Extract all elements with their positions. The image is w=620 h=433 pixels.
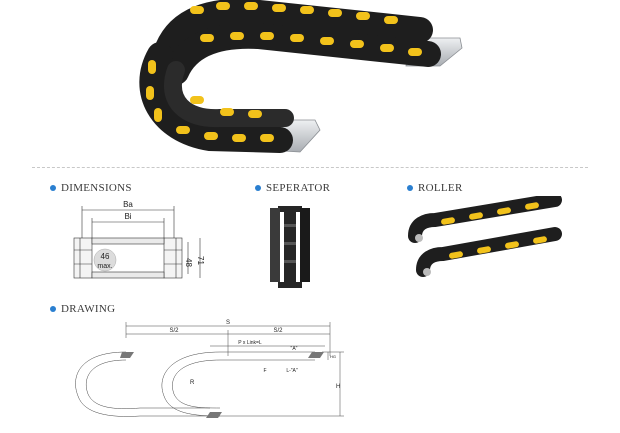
separator-image [270, 206, 310, 288]
drawing-l-detail-a-label: L-"A" [286, 368, 298, 374]
roller-heading-text: ROLLER [418, 182, 463, 194]
dimensions-heading-text: DIMENSIONS [61, 182, 132, 194]
drawing-hg-label: HG [330, 354, 336, 359]
bullet-dot-icon [50, 306, 56, 312]
drawing-s-half-left-label: S/2 [169, 328, 179, 334]
dimensions-diagram: 46 max. Ba Bi 48 71 [73, 200, 205, 279]
dimension-46-label: 46 [101, 252, 110, 261]
drawing-s-half-right-label: S/2 [273, 328, 283, 334]
drawing-s-label: S [226, 320, 230, 326]
section-divider [32, 167, 588, 168]
bullet-dot-icon [50, 185, 56, 191]
bullet-dot-icon [255, 185, 261, 191]
dimensions-heading: DIMENSIONS [50, 182, 132, 194]
dimension-bi-label: Bi [124, 212, 131, 221]
dimension-71-label: 71 [196, 256, 205, 265]
separator-heading: SEPERATOR [255, 182, 330, 194]
drawing-f-label: F [263, 368, 266, 374]
drawing-r-label: R [190, 380, 195, 386]
drawing-heading-text: DRAWING [61, 303, 116, 315]
drawing-pitch-label: P x Link=L [238, 340, 262, 346]
separator-heading-text: SEPERATOR [266, 182, 331, 194]
bullet-dot-icon [407, 185, 413, 191]
drawing-detail-a-label: "A" [291, 346, 298, 352]
technical-drawing: S S/2 S/2 P x Link=L "A" F L-"A" R H HG [75, 320, 344, 418]
roller-image [408, 196, 562, 277]
dimension-ba-label: Ba [123, 200, 133, 209]
drawing-heading: DRAWING [50, 303, 115, 315]
dimension-max-label: max. [97, 263, 112, 270]
dimension-48-label: 48 [184, 258, 193, 267]
drawing-h-label: H [336, 384, 340, 390]
roller-heading: ROLLER [407, 182, 463, 194]
product-image-cable-chain [139, 0, 463, 153]
